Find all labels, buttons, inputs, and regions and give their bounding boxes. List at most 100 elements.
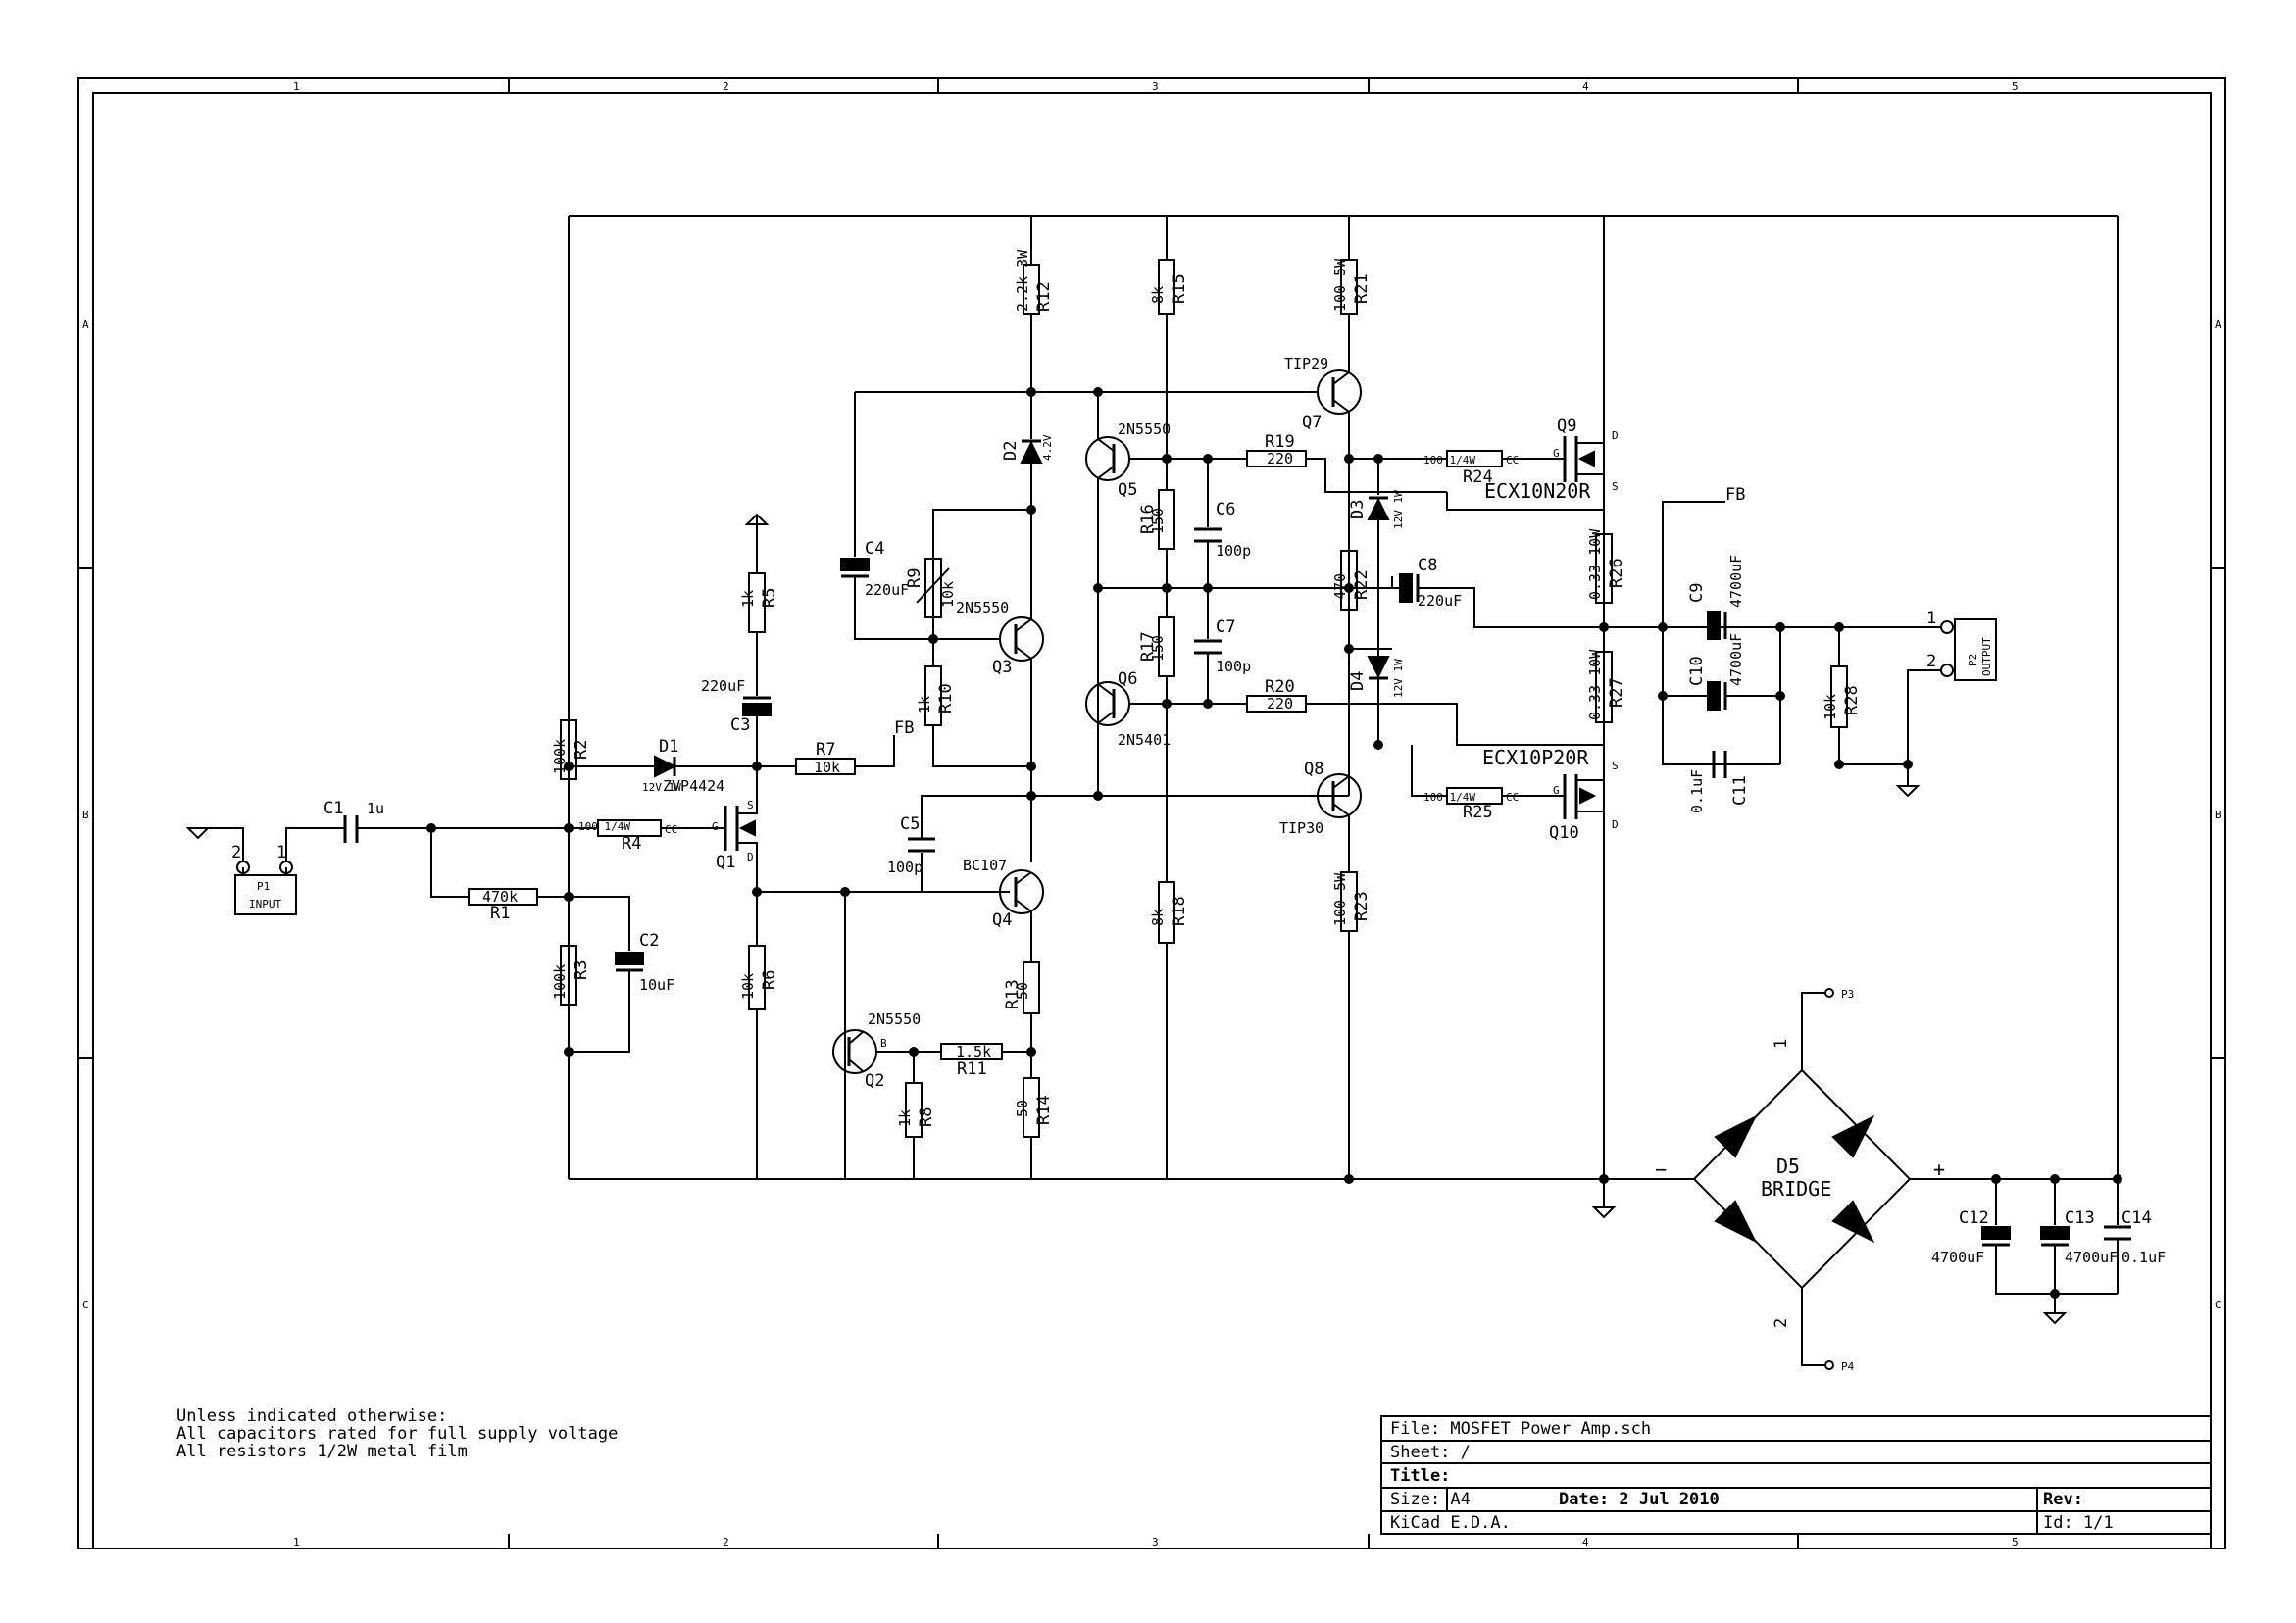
svg-text:4700uF: 4700uF (1727, 633, 1745, 686)
svg-text:100 5W: 100 5W (1331, 872, 1349, 926)
svg-text:10k: 10k (739, 973, 757, 1000)
svg-text:R6: R6 (760, 970, 779, 990)
svg-text:S: S (747, 799, 754, 812)
svg-text:100p: 100p (1216, 658, 1251, 675)
svg-text:R20: R20 (1265, 677, 1295, 697)
svg-text:2N5550: 2N5550 (868, 1010, 921, 1028)
svg-text:C8: C8 (1418, 556, 1437, 575)
transistor-q2: 2N5550 Q2 B (832, 892, 921, 1179)
svg-text:150: 150 (1149, 508, 1167, 534)
svg-text:R25: R25 (1463, 803, 1493, 822)
svg-text:S: S (1612, 480, 1619, 493)
col-label-3: 3 (1152, 80, 1159, 93)
svg-text:220: 220 (1267, 450, 1293, 467)
svg-text:R4: R4 (622, 834, 641, 854)
svg-text:Q3: Q3 (992, 658, 1012, 677)
svg-text:R26: R26 (1607, 558, 1626, 588)
svg-text:C14: C14 (2121, 1208, 2152, 1228)
svg-text:C2: C2 (639, 931, 659, 951)
svg-text:1k: 1k (896, 1109, 914, 1127)
note-line-1: Unless indicated otherwise: (176, 1406, 447, 1426)
title-file: File: MOSFET Power Amp.sch (1390, 1419, 1651, 1439)
svg-text:R19: R19 (1265, 432, 1295, 452)
resistor-r24: 100 1/4W R24 CC (1423, 450, 1565, 487)
svg-text:R13: R13 (1003, 979, 1023, 1009)
svg-text:Q5: Q5 (1118, 480, 1137, 500)
svg-text:+: + (1933, 1157, 1945, 1181)
bridge-d5: D5 BRIDGE − + 1 2 P3 P4 (1655, 988, 2118, 1373)
svg-text:P1: P1 (257, 880, 270, 893)
resistor-r8: 1k R8 (896, 1052, 936, 1179)
svg-text:4.2V: 4.2V (1041, 434, 1054, 461)
reservoir-caps: C12 4700uF C13 4700uF C14 0.1uF (1931, 1174, 2166, 1325)
svg-text:P4: P4 (1841, 1360, 1855, 1373)
svg-text:1: 1 (1772, 1039, 1791, 1049)
col-label-4b: 4 (1582, 1536, 1589, 1549)
resistor-r6: 10k R6 (739, 892, 779, 1179)
supply-rails (568, 215, 2119, 1180)
capacitor-c3: 220uF C3 (701, 677, 772, 766)
resistor-r20: 220 R20 (1208, 677, 1604, 746)
junction (1344, 1174, 1354, 1184)
svg-text:FB: FB (894, 718, 914, 738)
svg-text:CC: CC (665, 823, 677, 836)
svg-text:CC: CC (1506, 791, 1519, 804)
resistor-r3: 100k R3 (551, 945, 591, 1006)
svg-text:470: 470 (1331, 573, 1349, 600)
svg-text:P2: P2 (1967, 654, 1979, 666)
col-label-1b: 1 (293, 1536, 300, 1549)
svg-text:R9: R9 (905, 568, 924, 588)
svg-text:100 5W: 100 5W (1331, 258, 1349, 312)
resistor-r23: 100 5W R23 (1331, 871, 1372, 1179)
svg-text:R5: R5 (760, 588, 779, 608)
resistor-r25: 100 1/4W R25 CC (1411, 745, 1565, 822)
svg-text:D: D (1612, 818, 1619, 831)
resistor-r18: 8k R18 (1149, 881, 1189, 1179)
transistor-q6: Q6 2N5401 (1085, 669, 1171, 749)
svg-text:C10: C10 (1687, 656, 1707, 686)
svg-text:Q6: Q6 (1118, 669, 1137, 689)
frame-labels: 1 2 3 4 5 1 2 3 4 5 A B C A B C (82, 80, 2221, 1549)
transistor-q7: 100 5W R21 TIP29 Q7 (1284, 216, 1372, 796)
svg-text:2N5550: 2N5550 (1118, 420, 1171, 438)
transistor-q3: 2N5550 Q3 (956, 599, 1044, 677)
junction (564, 823, 574, 833)
col-label-3b: 3 (1152, 1536, 1159, 1549)
mosfet-q10: G S D ECX10P20R Q10 (1482, 746, 1619, 843)
resistor-r17: 150 R17 (1138, 616, 1175, 882)
junction (1026, 387, 1036, 397)
output-network: FB (1604, 485, 1922, 765)
svg-text:ECX10N20R: ECX10N20R (1484, 479, 1591, 503)
title-id: Id: 1/1 (2043, 1513, 2114, 1533)
svg-text:−: − (1655, 1157, 1667, 1181)
svg-text:0.33 10W: 0.33 10W (1586, 528, 1604, 600)
junction (1775, 691, 1785, 701)
svg-text:C9: C9 (1687, 583, 1707, 603)
svg-text:1: 1 (1926, 609, 1936, 628)
capacitor-c8: C8 220uF (1349, 556, 1604, 628)
svg-text:100 1/4W: 100 1/4W (1423, 454, 1475, 467)
svg-text:C11: C11 (1730, 775, 1750, 806)
transistor-q4: BC107 Q4 (963, 857, 1044, 930)
svg-text:D: D (747, 851, 754, 863)
svg-text:100p: 100p (887, 859, 923, 876)
zener-d1: D1 12V 1W (569, 737, 757, 794)
capacitor-c1: C1 1u (324, 799, 569, 843)
resistor-r14: 50 R14 (1014, 1077, 1054, 1179)
svg-text:2.2k 3W: 2.2k 3W (1014, 249, 1031, 312)
svg-text:Q8: Q8 (1304, 760, 1323, 779)
ground-symbol-out (1895, 764, 1921, 798)
svg-text:1: 1 (276, 843, 286, 862)
transistor-q5: 2N5550 Q5 (1085, 392, 1171, 796)
svg-text:C6: C6 (1216, 500, 1235, 519)
svg-text:220uF: 220uF (865, 581, 909, 599)
svg-text:C7: C7 (1216, 617, 1235, 637)
svg-text:R22: R22 (1352, 569, 1372, 600)
svg-text:G: G (1553, 784, 1560, 797)
title-size: Size: A4 (1390, 1490, 1471, 1509)
title-date: Date: 2 Jul 2010 (1559, 1490, 1720, 1509)
svg-text:D2: D2 (1001, 441, 1021, 461)
svg-text:G: G (712, 820, 719, 833)
svg-text:50: 50 (1014, 982, 1031, 1000)
